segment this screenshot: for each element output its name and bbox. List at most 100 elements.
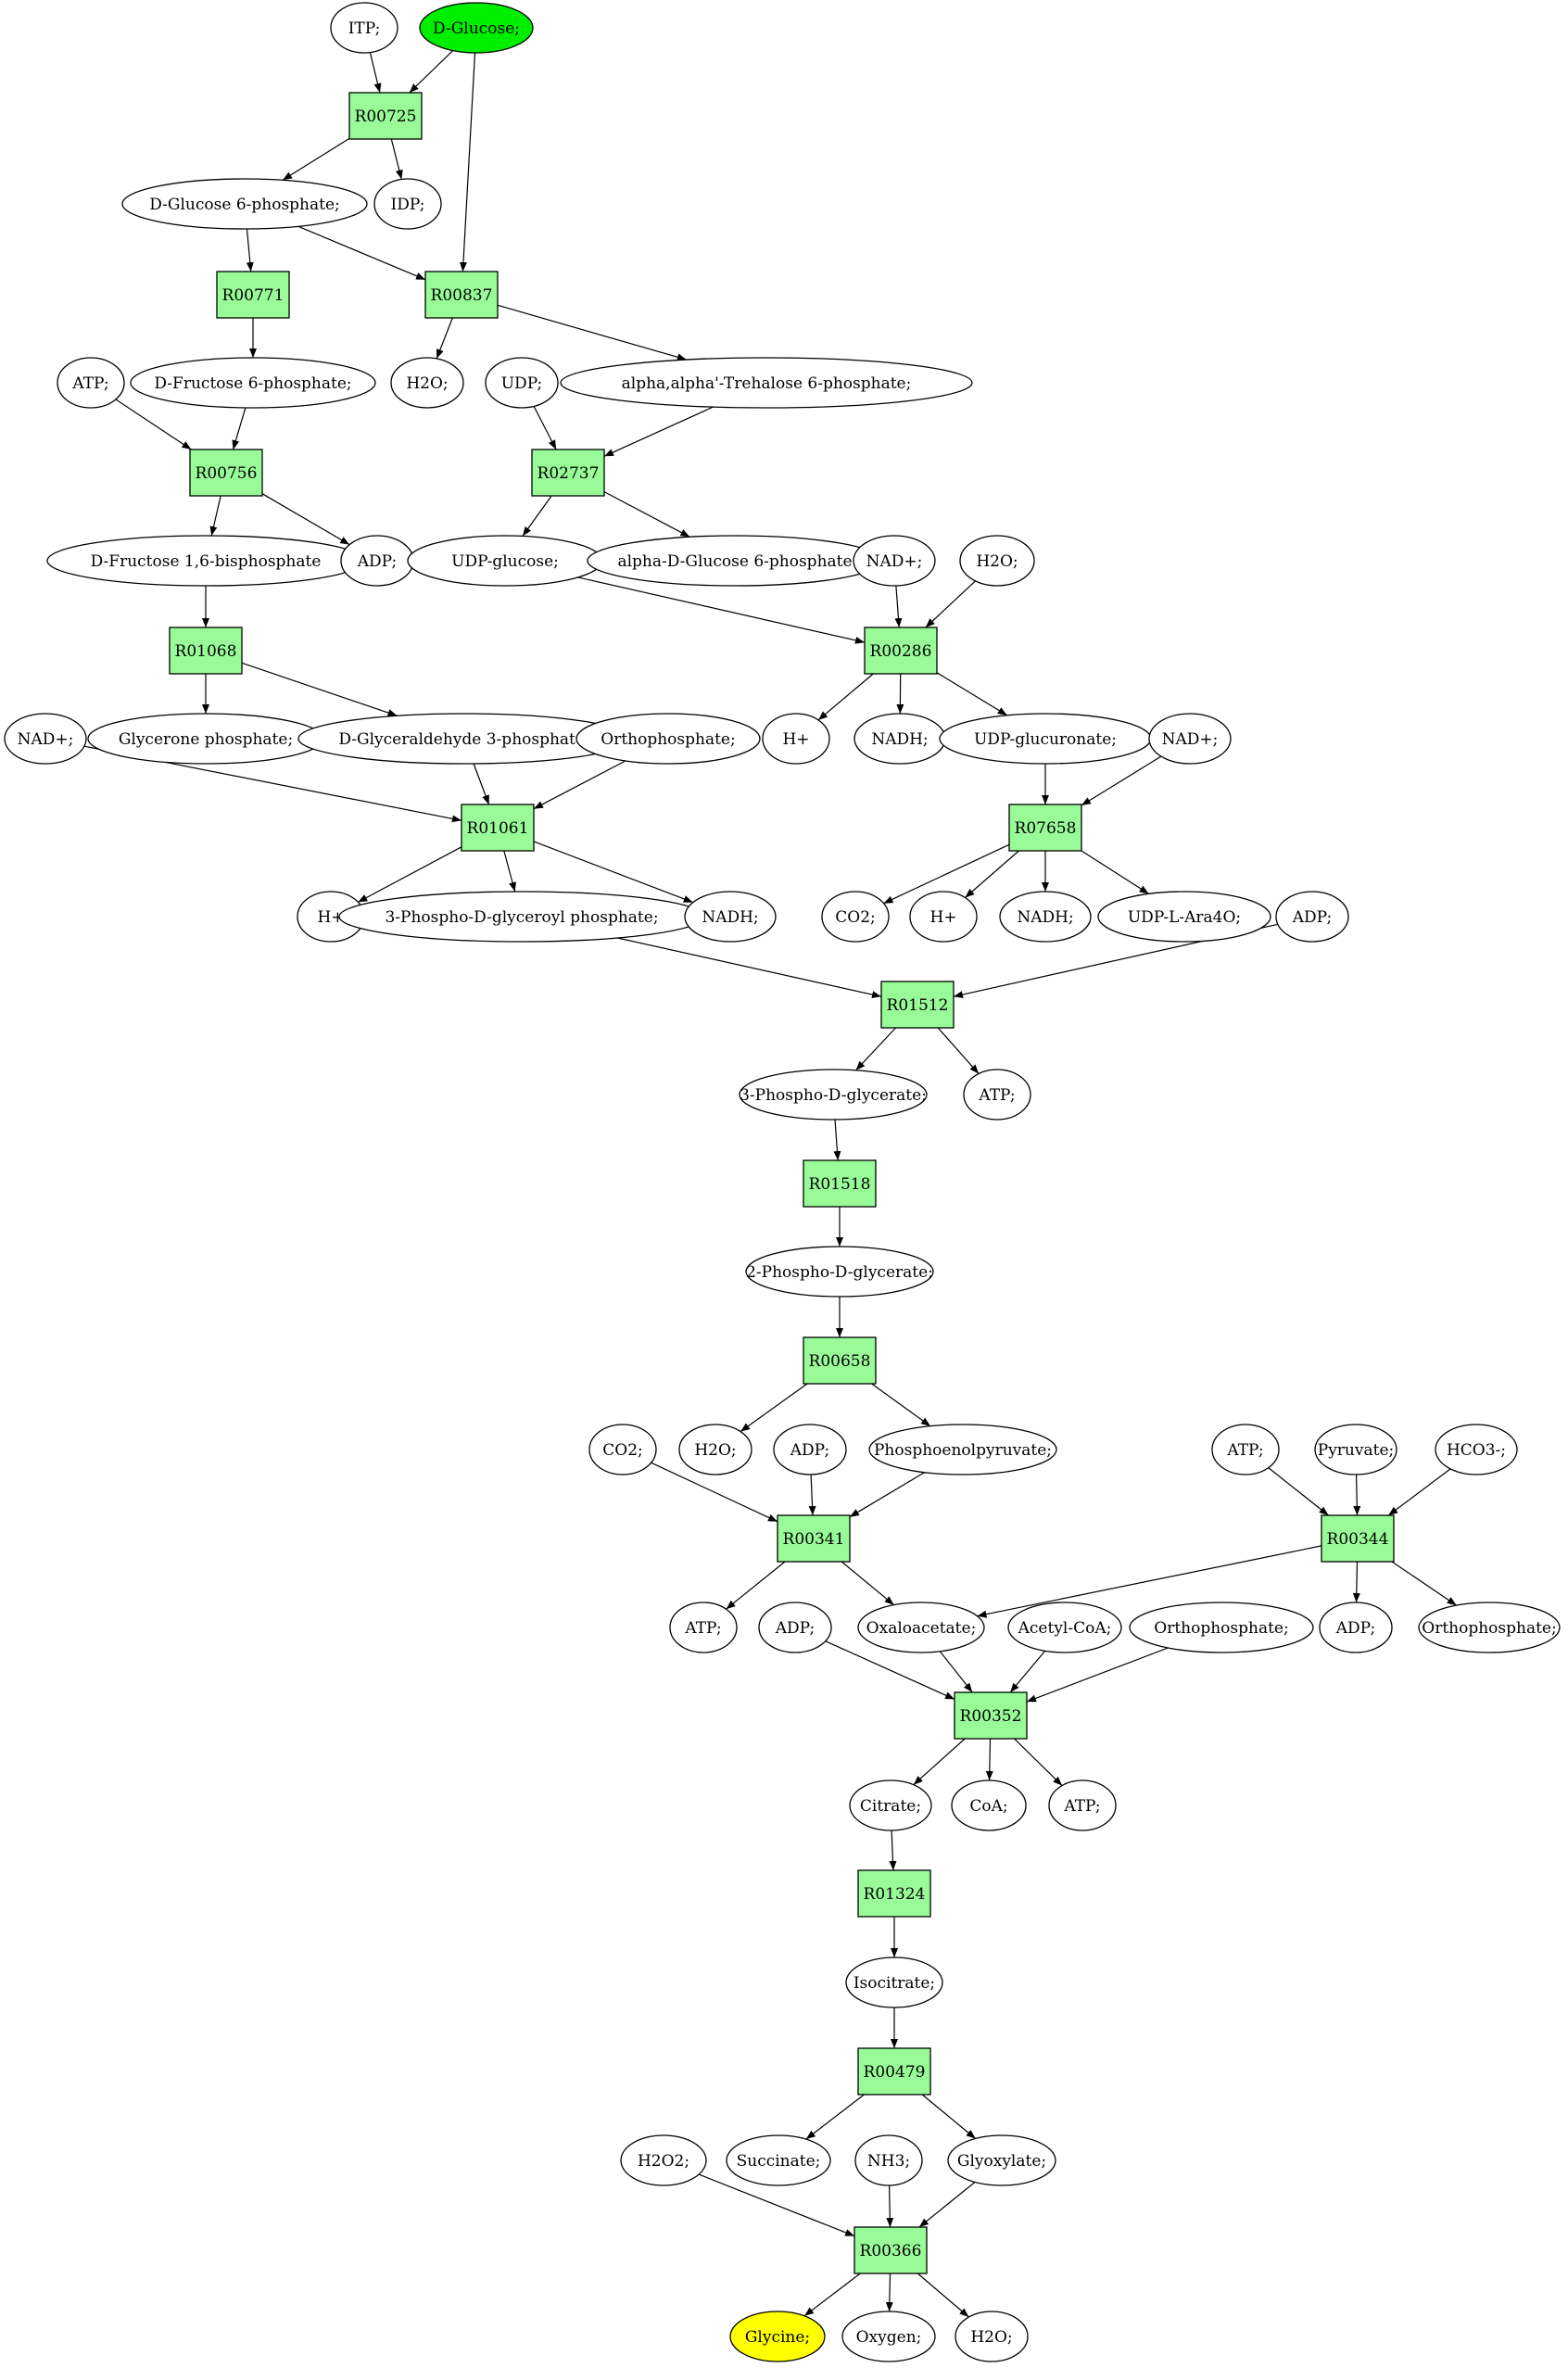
metabolite-label: Succinate; — [737, 2152, 821, 2171]
metabolite-ellipse — [4, 713, 87, 765]
metabolite-ellipse — [1319, 1602, 1393, 1653]
edge-oaa-to-r00352 — [939, 1651, 973, 1693]
metabolite-pg3: 3-Phospho-D-glycerate; — [739, 1069, 928, 1121]
metabolite-ellipse — [947, 2134, 1056, 2186]
metabolite-label: H2O; — [970, 2328, 1012, 2347]
metabolite-ellipse — [620, 2134, 707, 2186]
metabolite-ellipse — [726, 2134, 831, 2186]
reaction-r00366: R00366 — [854, 2226, 928, 2274]
metabolite-aglc6p: alpha-D-Glucose 6-phosphate — [587, 535, 883, 587]
metabolite-udpglcA: UDP-glucuronate; — [939, 713, 1152, 765]
reaction-r00479: R00479 — [857, 2047, 931, 2096]
reaction-r00352: R00352 — [954, 1691, 1028, 1740]
metabolite-h2o4: H2O; — [955, 2311, 1029, 2362]
edge-r00479-to-glyoxylate — [921, 2094, 976, 2139]
metabolite-label: D-Glucose 6-phosphate; — [149, 196, 340, 214]
metabolite-label: 3-Phospho-D-glyceroyl phosphate; — [385, 908, 658, 927]
edge-r00658-to-pep — [871, 1383, 931, 1427]
edge-r07658-to-co2a — [883, 843, 1010, 905]
metabolite-nadh1: NADH; — [684, 891, 777, 943]
metabolite-ellipse — [853, 535, 936, 587]
metabolite-label: NH3; — [867, 2152, 910, 2171]
metabolite-label: Pyruvate; — [1318, 1441, 1394, 1460]
edge-r00344-to-pi2 — [1391, 1561, 1457, 1606]
metabolite-ellipse — [1314, 1424, 1397, 1475]
metabolite-h2o1: H2O; — [390, 357, 464, 409]
metabolite-label: ADP; — [1292, 908, 1332, 927]
metabolite-oxygen: Oxygen; — [841, 2311, 936, 2362]
metabolite-udpara: UDP-L-Ara4O; — [1097, 891, 1271, 943]
metabolite-ellipse — [130, 357, 376, 409]
edge-r01068-to-g3p — [241, 662, 398, 716]
reaction-label: R01512 — [887, 996, 949, 1015]
metabolite-label: H+ — [317, 908, 344, 927]
metabolite-ellipse — [1148, 713, 1232, 765]
edge-r00286-to-hplus2 — [817, 673, 874, 721]
edge-g6p-to-r00771 — [246, 228, 254, 272]
metabolite-ellipse — [1097, 891, 1271, 943]
metabolite-label: ADP; — [790, 1441, 829, 1460]
reaction-label: R01518 — [809, 1175, 871, 1194]
metabolite-label: Oxygen; — [856, 2328, 922, 2347]
reaction-label: R00756 — [196, 464, 258, 483]
edge-r01061-to-bpg — [503, 850, 516, 893]
metabolite-ellipse — [575, 713, 761, 765]
metabolite-label: Glyoxylate; — [957, 2152, 1046, 2171]
edge-dglucose-to-r00725 — [409, 50, 454, 94]
metabolite-label: ATP; — [684, 1619, 721, 1638]
reaction-label: R00366 — [860, 2242, 922, 2260]
reaction-label: R01324 — [864, 1885, 926, 1904]
edge-r00658-to-h2o3 — [740, 1383, 808, 1433]
reaction-box — [880, 981, 955, 1029]
reaction-r01512: R01512 — [880, 981, 955, 1029]
edge-r01512-to-atp2 — [937, 1027, 980, 1074]
metabolite-ellipse — [955, 2311, 1029, 2362]
edge-atp4-to-r00344 — [1268, 1467, 1329, 1516]
metabolite-label: alpha-D-Glucose 6-phosphate — [617, 552, 852, 571]
reaction-label: R01068 — [175, 642, 237, 661]
edge-r00837-to-h2o1 — [436, 317, 453, 360]
reaction-r00286: R00286 — [864, 627, 938, 675]
metabolite-ellipse — [684, 891, 777, 943]
metabolite-ellipse — [841, 2311, 936, 2362]
metabolite-pi1: Orthophosphate; — [575, 713, 761, 765]
edge-itp-to-r00725 — [369, 52, 382, 94]
edge-h2o2b-to-r00366 — [698, 2173, 855, 2237]
reaction-label: R00344 — [1327, 1530, 1389, 1549]
metabolite-udpglucose: UDP-glucose; — [407, 535, 603, 587]
metabolite-ellipse — [909, 891, 978, 943]
edge-r00352-to-coa — [985, 1738, 993, 1781]
edge-nad2-to-r00286 — [894, 585, 903, 628]
metabolite-nadh3: NADH; — [999, 891, 1092, 943]
edge-f6p-to-r00756 — [232, 407, 247, 450]
reaction-r00725: R00725 — [348, 92, 423, 140]
reaction-r00341: R00341 — [777, 1514, 851, 1563]
metabolite-label: Glycerone phosphate; — [119, 730, 293, 749]
metabolite-ellipse — [1275, 891, 1349, 943]
metabolite-h2o3: H2O; — [678, 1424, 752, 1475]
metabolite-pep: Phosphoenolpyruvate; — [868, 1424, 1057, 1475]
reaction-box — [348, 92, 423, 140]
metabolite-label: UDP; — [501, 374, 543, 393]
edge-hco3-to-r00344 — [1387, 1468, 1451, 1516]
metabolite-label: UDP-L-Ara4O; — [1128, 908, 1241, 927]
metabolite-label: UDP-glucose; — [451, 552, 559, 571]
metabolite-ellipse — [373, 178, 442, 230]
metabolite-hplus3: H+ — [909, 891, 978, 943]
metabolite-ellipse — [330, 2, 398, 54]
metabolite-idp: IDP; — [373, 178, 442, 230]
metabolite-label: NADH; — [1017, 908, 1073, 927]
edge-pyruvate-to-r00344 — [1353, 1474, 1361, 1516]
edge-r00756-to-fbp — [209, 495, 221, 537]
metabolite-label: HCO3-; — [1447, 1441, 1506, 1460]
metabolite-fbp: D-Fructose 1,6-bisphosphate — [46, 535, 365, 587]
metabolite-acetylcoa: Acetyl-CoA; — [1007, 1602, 1122, 1653]
metabolite-label: Isocitrate; — [854, 1974, 935, 1993]
metabolite-nad2: NAD+; — [853, 535, 936, 587]
edge-layer — [83, 50, 1457, 2318]
metabolite-label: CO2; — [835, 908, 876, 927]
edge-bpg-to-r01512 — [617, 937, 882, 999]
metabolite-label: ATP; — [978, 1086, 1015, 1105]
edge-g3p-to-r01061 — [473, 763, 490, 805]
